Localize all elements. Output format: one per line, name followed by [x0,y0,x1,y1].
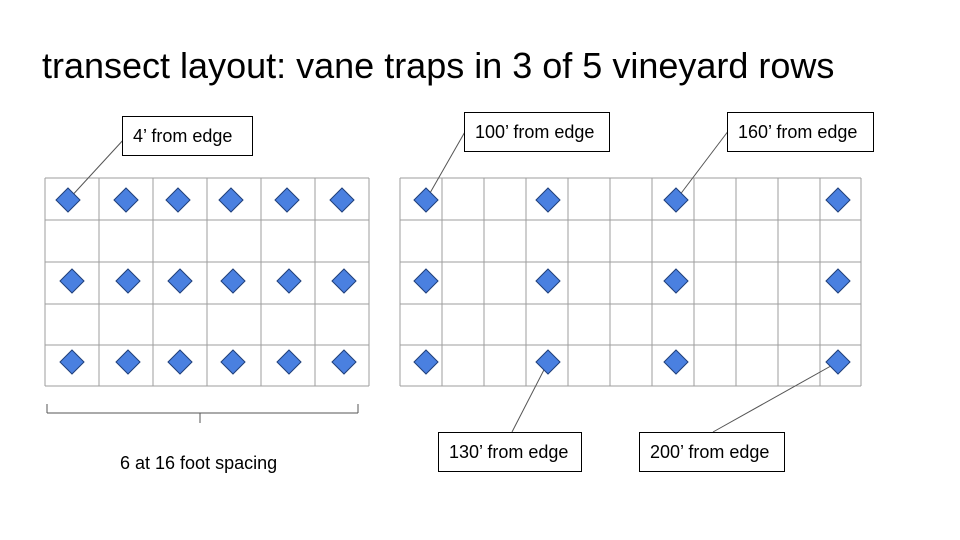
vane-trap-icon [825,349,851,375]
vane-trap-icon [331,349,357,375]
vane-trap-icon [535,268,561,294]
callout-160ft-from-edge: 160’ from edge [727,112,874,152]
callout-leader-lines [67,129,839,433]
callout-100ft-from-edge: 100’ from edge [464,112,610,152]
vane-trap-icon [535,187,561,213]
vane-trap-icon [413,349,439,375]
vane-trap-icon [115,349,141,375]
vane-trap-icon [329,187,355,213]
vane-trap-icon [663,268,689,294]
vane-trap-icon [218,187,244,213]
vane-trap-icon [825,268,851,294]
vane-trap-icon [167,349,193,375]
vane-trap-icon [167,268,193,294]
vane-trap-icon [413,187,439,213]
vane-trap-icon [55,187,81,213]
vane-trap-icon [413,268,439,294]
leader-line [675,129,730,201]
vane-trap-icon [535,349,561,375]
vane-traps [55,187,851,375]
leader-line [712,361,839,433]
vane-trap-icon [220,349,246,375]
vane-trap-icon [59,349,85,375]
vane-trap-icon [220,268,246,294]
vane-trap-icon [276,268,302,294]
callout-200ft-from-edge: 200’ from edge [639,432,785,472]
leader-line [67,137,126,201]
vane-trap-icon [825,187,851,213]
spacing-caption: 6 at 16 foot spacing [120,453,278,473]
vane-trap-icon [331,268,357,294]
right-transect-grid [399,177,862,387]
leader-line [511,361,549,433]
vane-trap-icon [165,187,191,213]
spacing-bracket [46,404,359,423]
vane-trap-icon [663,187,689,213]
callout-130ft-from-edge: 130’ from edge [438,432,582,472]
left-transect-grid [44,177,370,387]
vane-trap-icon [115,268,141,294]
vane-trap-icon [274,187,300,213]
callout-4ft-from-edge: 4’ from edge [122,116,253,156]
slide-title: transect layout: vane traps in 3 of 5 vi… [42,45,835,86]
leader-line [425,129,467,201]
vane-trap-icon [276,349,302,375]
vane-trap-icon [113,187,139,213]
vane-trap-icon [663,349,689,375]
vane-trap-icon [59,268,85,294]
